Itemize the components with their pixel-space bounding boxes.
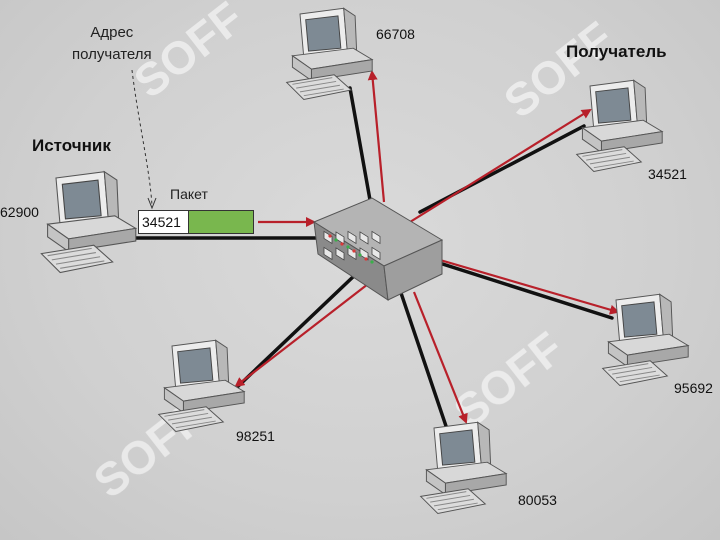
network-switch bbox=[312, 197, 444, 302]
computer-bottom-icon bbox=[420, 421, 507, 514]
address-label-line2: получателя bbox=[72, 46, 152, 63]
packet-body bbox=[189, 211, 253, 233]
computer-left-bottom-address: 98251 bbox=[236, 428, 275, 444]
arrow-to-right bbox=[439, 258, 620, 315]
address-label: Адрес получателя bbox=[72, 22, 152, 66]
cable-top bbox=[348, 86, 372, 202]
source-label: Источник bbox=[32, 136, 111, 155]
computer-right-address: 95692 bbox=[674, 380, 713, 396]
computer-top-icon bbox=[286, 7, 373, 100]
packet: 34521 bbox=[138, 210, 254, 234]
computer-left-bottom-icon bbox=[158, 339, 245, 432]
packet-address: 34521 bbox=[139, 211, 189, 233]
arrow-to-left-bottom bbox=[234, 283, 369, 388]
computer-source-address: 62900 bbox=[0, 204, 39, 220]
receiver-label: Получатель bbox=[566, 42, 667, 61]
packet-label: Пакет bbox=[170, 186, 208, 202]
computer-receiver-address: 34521 bbox=[648, 166, 687, 182]
arrow-to-top bbox=[367, 70, 386, 203]
computer-top-address: 66708 bbox=[376, 26, 415, 42]
cable-receiver bbox=[418, 124, 586, 214]
arrows bbox=[234, 70, 620, 424]
computer-source-icon bbox=[40, 171, 137, 274]
cable-bottom bbox=[398, 288, 450, 434]
arrow-to-bottom bbox=[412, 291, 468, 424]
computer-bottom-address: 80053 bbox=[518, 492, 557, 508]
computer-right-icon bbox=[602, 293, 689, 386]
address-pointer bbox=[131, 69, 153, 207]
address-label-line1: Адрес bbox=[90, 24, 134, 41]
computer-receiver-icon bbox=[576, 79, 663, 172]
arrow-to-receiver bbox=[409, 108, 592, 223]
watermark: SOFF bbox=[444, 321, 573, 438]
cable-right bbox=[428, 258, 614, 320]
